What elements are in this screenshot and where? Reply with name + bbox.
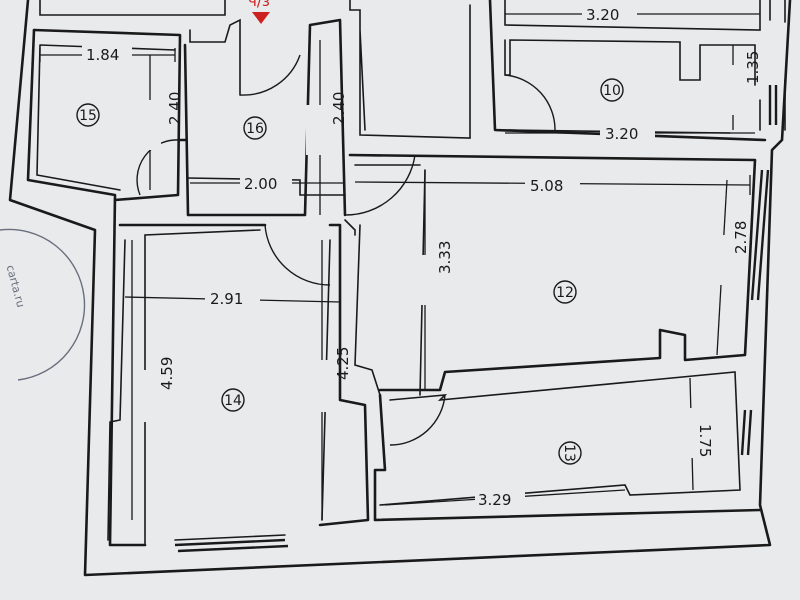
door-14 <box>264 224 331 286</box>
room-label-12: 12 <box>553 280 577 304</box>
dim-room14-height-right: 4.25 <box>334 347 352 380</box>
dim-room14-width: 2.91 <box>210 290 243 308</box>
door-15 <box>136 139 181 196</box>
dim-room13-height: 1.75 <box>696 424 714 457</box>
dim-room10-top: 3.20 <box>586 6 619 24</box>
dim-room12-height-right: 2.78 <box>732 221 750 254</box>
room-labels: 15 16 10 12 14 13 <box>76 78 624 465</box>
window-14 <box>174 538 289 553</box>
dim-room10-bottom: 3.20 <box>605 125 638 143</box>
dim-room12-height-left: 3.33 <box>436 241 454 274</box>
door-12 <box>344 154 416 216</box>
room-14-walls <box>107 223 370 546</box>
door-13 <box>389 394 446 446</box>
svg-text:16: 16 <box>246 121 264 137</box>
door-16 <box>239 54 301 96</box>
svg-text:10: 10 <box>603 83 621 99</box>
room-label-16: 16 <box>243 116 267 140</box>
inner-outer-wall <box>26 28 147 547</box>
window-12 <box>750 169 770 301</box>
dim-room14-height-left: 4.59 <box>158 357 176 390</box>
dim-room15-height: 2.40 <box>166 92 184 125</box>
room-label-10: 10 <box>600 78 624 102</box>
outer-wall <box>8 0 792 577</box>
dim-hall-width: 2.00 <box>244 175 277 193</box>
door-10 <box>504 74 556 131</box>
entry-marker: ч/з <box>248 0 270 24</box>
dim-room10-height: 1.35 <box>744 51 762 84</box>
windows <box>174 85 778 553</box>
window-13 <box>740 409 753 456</box>
room-label-13: 13 <box>558 441 582 465</box>
dim-room15-width: 1.84 <box>86 46 119 64</box>
svg-text:14: 14 <box>224 393 242 409</box>
entry-arrow-icon <box>252 12 270 24</box>
room-label-14: 14 <box>221 388 245 412</box>
doors <box>136 54 556 446</box>
room-13-walls <box>373 371 762 522</box>
entry-marker-text: ч/з <box>248 0 270 10</box>
svg-text:12: 12 <box>556 285 574 301</box>
dim-room13-width: 3.29 <box>478 491 511 509</box>
window-10 <box>768 85 778 125</box>
svg-text:13: 13 <box>561 444 577 462</box>
svg-text:15: 15 <box>79 108 97 124</box>
dim-room12-width: 5.08 <box>530 177 563 195</box>
dimension-labels: 1.84 2.40 2.40 2.00 5.08 3.33 2.78 2.91 … <box>82 4 762 510</box>
dim-room16-height: 2.40 <box>330 92 348 125</box>
room-label-15: 15 <box>76 103 100 127</box>
outer-walls <box>8 0 792 577</box>
